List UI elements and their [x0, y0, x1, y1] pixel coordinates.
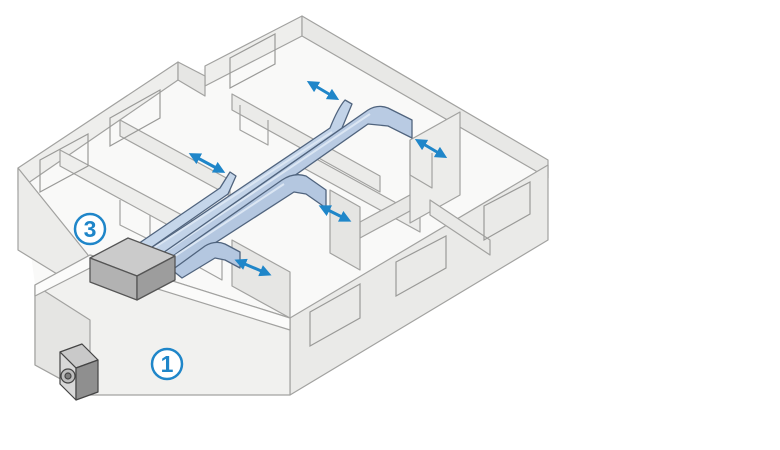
ceiling-indoor-unit	[89, 237, 176, 301]
marker-label: 3	[84, 216, 97, 242]
airflow-arrow-icon	[414, 138, 448, 159]
airflow-arrow-icon	[318, 205, 352, 222]
airflow-arrow-icon	[188, 153, 226, 173]
fan-icon	[60, 368, 76, 384]
air-ducts	[131, 99, 413, 279]
marker-label: 1	[161, 351, 174, 377]
marker-ceiling-unit: 3	[73, 212, 107, 246]
airflow-arrow-icon	[234, 258, 272, 277]
outdoor-unit	[59, 343, 99, 401]
airflow-arrow-icon	[306, 80, 340, 101]
airflow-arrows	[188, 80, 448, 277]
windows	[39, 33, 531, 348]
marker-outdoor-unit: 1	[150, 347, 184, 381]
